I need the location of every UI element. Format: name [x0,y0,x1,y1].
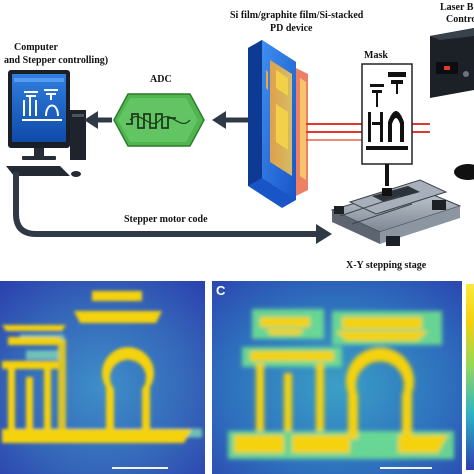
computer-label-sub: and Stepper controlling) [4,55,109,66]
laser-label: Laser B [440,2,474,13]
arrow-adc-to-computer [84,111,112,129]
panel-letter-c: C [216,283,226,298]
computer-label: Computer [14,42,58,53]
pd-device [248,40,308,208]
computer-icon [6,70,86,177]
arrow-pd-to-adc [212,111,248,129]
mask-label: Mask [364,50,388,61]
xy-stage [330,179,462,246]
device-label: Si film/graphite film/Si-stacked [230,10,364,21]
setup-diagram [6,28,474,246]
laser-controller [430,28,474,98]
stepper-code-label: Stepper motor code [124,214,208,225]
laser-label-sub: Contro [446,14,474,25]
mask [361,63,413,186]
arrow-computer-to-stage [13,172,332,244]
stage-label: X-Y stepping stage [346,260,427,271]
optics-disc [454,164,474,180]
signal-wave-icon [126,113,176,129]
screen-pattern-icon [22,89,62,121]
adc-label: ADC [150,74,172,85]
adc-block [113,93,205,147]
photocurrent-map-c: C [212,281,462,474]
colorbar [466,284,474,470]
device-label-sub: PD device [270,23,313,34]
photocurrent-map-b [0,281,205,474]
mask-pattern-icon [366,72,408,150]
